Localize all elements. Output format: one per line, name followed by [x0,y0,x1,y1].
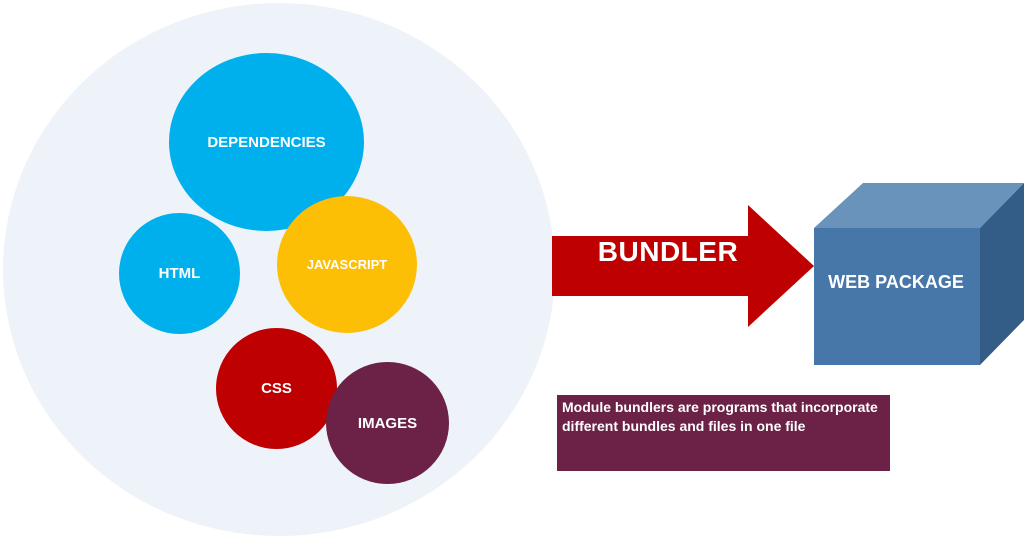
css-label: CSS [261,380,292,397]
html-bubble: HTML [119,213,240,334]
dependencies-label: DEPENDENCIES [207,133,326,151]
images-bubble: IMAGES [326,362,449,484]
images-label: IMAGES [357,414,418,432]
css-bubble: CSS [216,328,337,449]
right-arrow-icon [552,205,814,327]
bundler-label: BUNDLER [597,236,739,267]
html-label: HTML [158,265,201,282]
javascript-bubble: JAVASCRIPT [277,196,417,333]
cube-icon [814,183,1024,365]
web-package-label: WEB PACKAGE [828,272,964,292]
javascript-label: JAVASCRIPT [306,257,388,272]
description-text: Module bundlers are programs that incorp… [562,399,878,434]
description-note: Module bundlers are programs that incorp… [557,395,890,471]
